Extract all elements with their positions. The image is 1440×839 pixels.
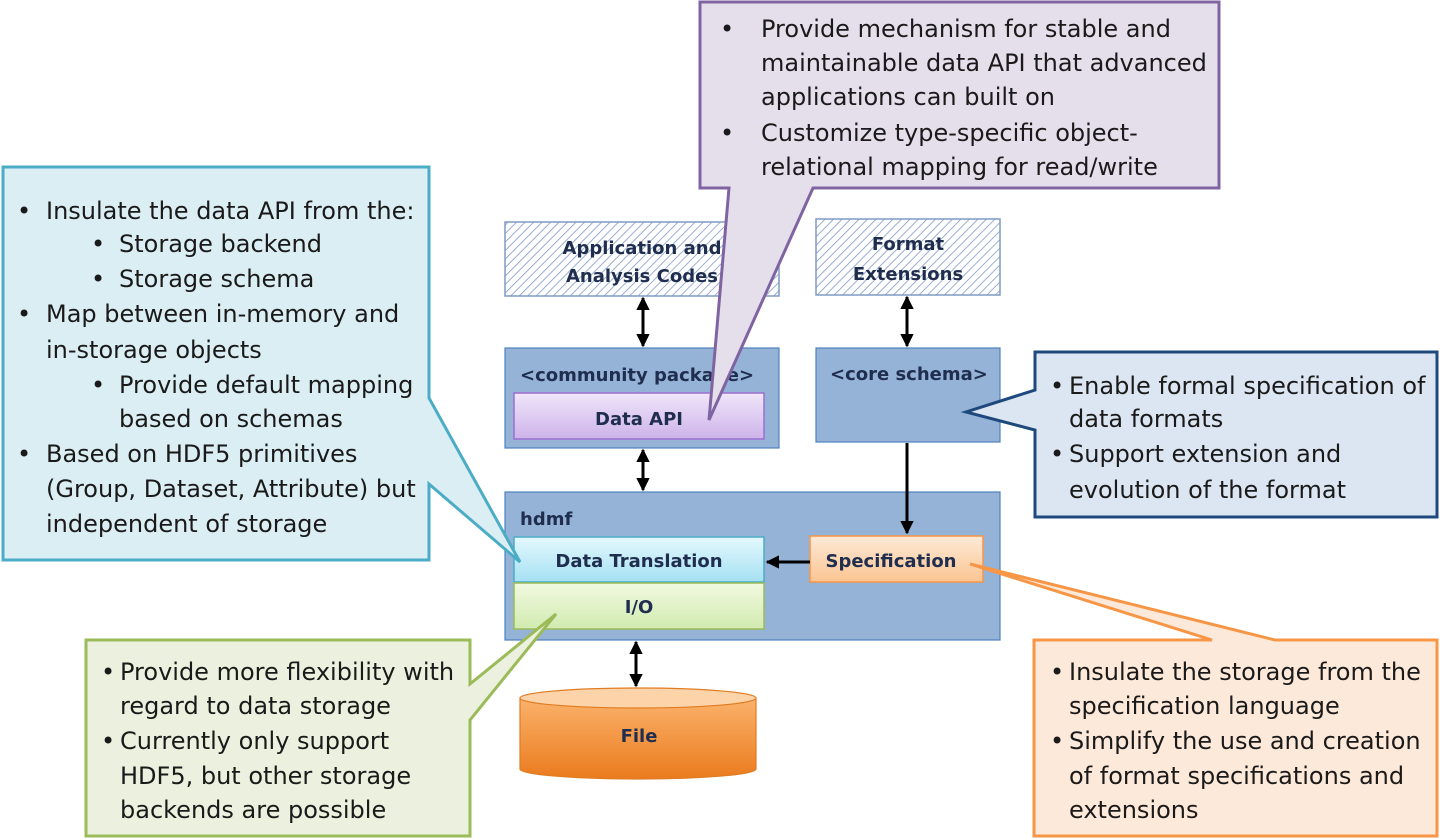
community-package-label: <community package>	[520, 365, 754, 386]
callout-green-line-3: HDF5, but other storage	[120, 762, 411, 790]
callout-cyan-line-3: Map between in-memory and	[46, 300, 399, 328]
specification-box	[809, 535, 984, 583]
callout-specification: • Insulate the storage from the specific…	[969, 562, 1439, 838]
data-translation-box	[513, 536, 765, 583]
callout-orange-line-1: specification language	[1069, 692, 1340, 720]
callout-cyan-bullet-7: •	[17, 440, 31, 468]
data-translation-label: Data Translation	[555, 551, 722, 572]
callout-purple-line-2: applications can built on	[761, 83, 1055, 111]
callout-cyan-line-0: Insulate the data API from the:	[46, 197, 414, 225]
callout-cyan-line-6: based on schemas	[119, 405, 343, 433]
callout-cyan-line-4: in-storage objects	[46, 336, 262, 364]
callout-cyan-line-8: (Group, Dataset, Attribute) but	[46, 475, 416, 503]
callout-purple-bullet-3: •	[720, 119, 734, 147]
io-label: I/O	[625, 597, 654, 618]
callout-purple-bullet-0: •	[720, 15, 734, 43]
application-codes-line2: Analysis Codes	[566, 266, 718, 287]
callout-orange-line-4: extensions	[1069, 796, 1199, 824]
callout-purple-line-1: maintainable data API that advanced	[761, 49, 1207, 77]
callout-blue-bullet-2: •	[1050, 440, 1064, 468]
callout-green-line-4: backends are possible	[120, 796, 386, 824]
specification-label: Specification	[825, 551, 956, 572]
callout-purple-line-0: Provide mechanism for stable and	[761, 15, 1171, 43]
callout-cyan-bullet-1: •	[91, 230, 105, 258]
callout-cyan-line-1: Storage backend	[119, 230, 322, 258]
callout-cyan-line-9: independent of storage	[46, 510, 327, 538]
file-cylinder: File	[519, 687, 757, 780]
callout-purple-line-4: relational mapping for read/write	[761, 153, 1158, 181]
callout-orange-line-3: of format specifications and	[1069, 762, 1404, 790]
callout-data-api: • Provide mechanism for stable and maint…	[698, 0, 1221, 421]
callout-blue-line-3: evolution of the format	[1069, 476, 1346, 504]
callout-io: • Provide more flexibility with regard t…	[84, 612, 558, 838]
application-codes-line1: Application and	[563, 238, 722, 259]
callout-green-line-1: regard to data storage	[120, 692, 391, 720]
format-extensions-line1: Format	[872, 234, 945, 255]
io-box	[513, 582, 765, 630]
callout-cyan-bullet-5: •	[91, 371, 105, 399]
callout-blue-line-2: Support extension and	[1069, 440, 1341, 468]
hdmf-box: hdmf Data Translation I/O Specification	[504, 491, 1001, 641]
callout-green-bullet-2: •	[101, 727, 115, 755]
data-api-box	[513, 392, 765, 440]
callout-cyan-bullet-2: •	[91, 265, 105, 293]
callout-orange-line-2: Simplify the use and creation	[1069, 727, 1421, 755]
callout-orange-bullet-0: •	[1050, 658, 1064, 686]
callout-cyan-line-5: Provide default mapping	[119, 371, 413, 399]
callout-cyan-bullet-0: •	[17, 197, 31, 225]
callout-cyan-line-7: Based on HDF5 primitives	[46, 440, 357, 468]
format-extensions-box: Format Extensions	[815, 218, 1001, 296]
callout-core-schema: • Enable formal specification of data fo…	[960, 350, 1439, 519]
callout-green-bullet-0: •	[101, 658, 115, 686]
callout-blue-bullet-0: •	[1050, 372, 1064, 400]
callout-purple-line-3: Customize type-specific object-	[761, 119, 1138, 147]
callout-green-line-0: Provide more flexibility with	[120, 658, 454, 686]
callout-data-translation: • Insulate the data API from the: • Stor…	[1, 165, 522, 564]
data-api-label: Data API	[595, 409, 683, 430]
format-extensions-line2: Extensions	[853, 264, 963, 285]
callout-cyan-line-2: Storage schema	[119, 265, 314, 293]
callout-orange-bullet-2: •	[1050, 727, 1064, 755]
callout-orange-line-0: Insulate the storage from the	[1069, 658, 1421, 686]
core-schema-box: <core schema>	[815, 347, 1001, 443]
hdmf-label: hdmf	[520, 509, 572, 530]
callout-green-line-2: Currently only support	[120, 727, 389, 755]
core-schema-label: <core schema>	[830, 364, 988, 385]
callout-cyan-bullet-3: •	[17, 300, 31, 328]
callout-blue-line-0: Enable formal specification of	[1069, 372, 1426, 400]
file-label: File	[621, 726, 658, 747]
callout-blue-line-1: data formats	[1069, 405, 1223, 433]
community-package-box: <community package> Data API	[504, 347, 780, 449]
